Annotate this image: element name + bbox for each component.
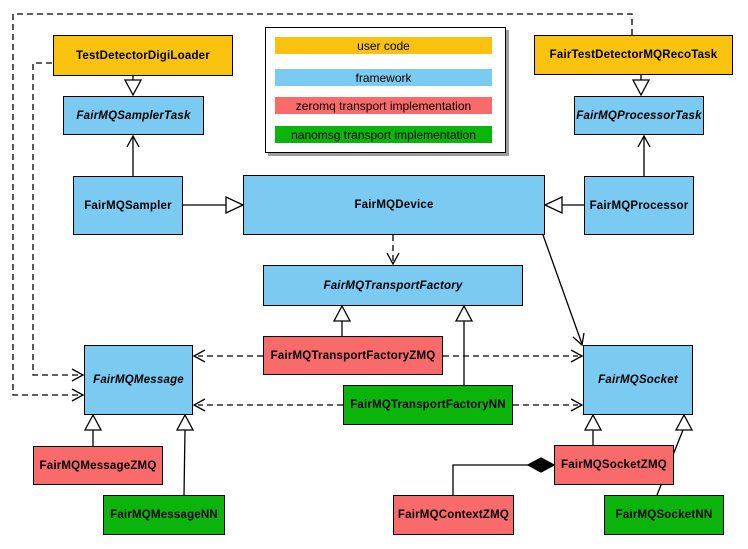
edge-processor-to-processortask <box>637 134 651 176</box>
node-fairmq-transport-factory: FairMQTransportFactory <box>263 265 523 306</box>
node-fairmq-device: FairMQDevice <box>243 175 545 235</box>
edge-tfnn-to-socket <box>513 398 584 412</box>
node-fairmq-sampler-task: FairMQSamplerTask <box>63 96 204 135</box>
node-fairmq-processor-task: FairMQProcessorTask <box>574 96 704 135</box>
edge-tfzmq-to-message <box>192 349 263 363</box>
node-fairmq-transport-factory-nn: FairMQTransportFactoryNN <box>343 385 513 425</box>
node-fairmq-message-nn: FairMQMessageNN <box>103 495 225 535</box>
node-fairmq-sampler: FairMQSampler <box>73 176 183 235</box>
edge-tfnn-to-message <box>192 398 343 412</box>
node-fairmq-message: FairMQMessage <box>84 345 193 415</box>
edge-tfzmq-to-transportfactory <box>332 304 352 336</box>
edge-recotask-to-message <box>12 13 633 402</box>
legend-item-zeromq: zeromq transport implementation <box>275 97 492 114</box>
edge-device-to-transportfactory <box>386 235 400 266</box>
edge-socketzmq-to-socket <box>583 413 603 445</box>
node-fairmq-context-zmq: FairMQContextZMQ <box>393 495 514 535</box>
edge-digiloader-to-message <box>32 62 85 382</box>
node-fairmq-socket-nn: FairMQSocketNN <box>604 495 724 535</box>
node-fairmq-socket-zmq: FairMQSocketZMQ <box>554 445 674 485</box>
edge-messagezmq-to-message <box>83 413 103 446</box>
legend: user code framework zeromq transport imp… <box>265 27 506 153</box>
edge-processor-to-device <box>543 195 584 215</box>
edge-tfzmq-to-socket <box>443 349 584 363</box>
node-test-detector-digi-loader: TestDetectorDigiLoader <box>53 35 233 76</box>
edge-sampler-to-samplertask <box>126 134 140 176</box>
node-fairmq-socket: FairMQSocket <box>583 345 693 415</box>
edge-digiloader-to-samplertask <box>123 76 143 97</box>
edge-recotask-to-processortask <box>631 75 651 97</box>
legend-item-nanomsg: nanomsg transport implementation <box>275 126 492 143</box>
legend-item-framework: framework <box>275 69 492 86</box>
node-fair-test-detector-mq-reco-task: FairTestDetectorMQRecoTask <box>534 35 733 75</box>
node-fairmq-transport-factory-zmq: FairMQTransportFactoryZMQ <box>263 336 443 375</box>
legend-item-user-code: user code <box>275 37 492 54</box>
edge-sampler-to-device <box>183 195 245 215</box>
edge-tfnn-to-transportfactory <box>454 304 474 385</box>
node-fairmq-processor: FairMQProcessor <box>584 176 694 235</box>
edge-messagenn-to-message <box>175 413 195 496</box>
node-fairmq-message-zmq: FairMQMessageZMQ <box>33 446 163 485</box>
edge-device-to-socket <box>542 234 585 347</box>
edge-contextzmq-to-socketzmq <box>452 457 556 495</box>
